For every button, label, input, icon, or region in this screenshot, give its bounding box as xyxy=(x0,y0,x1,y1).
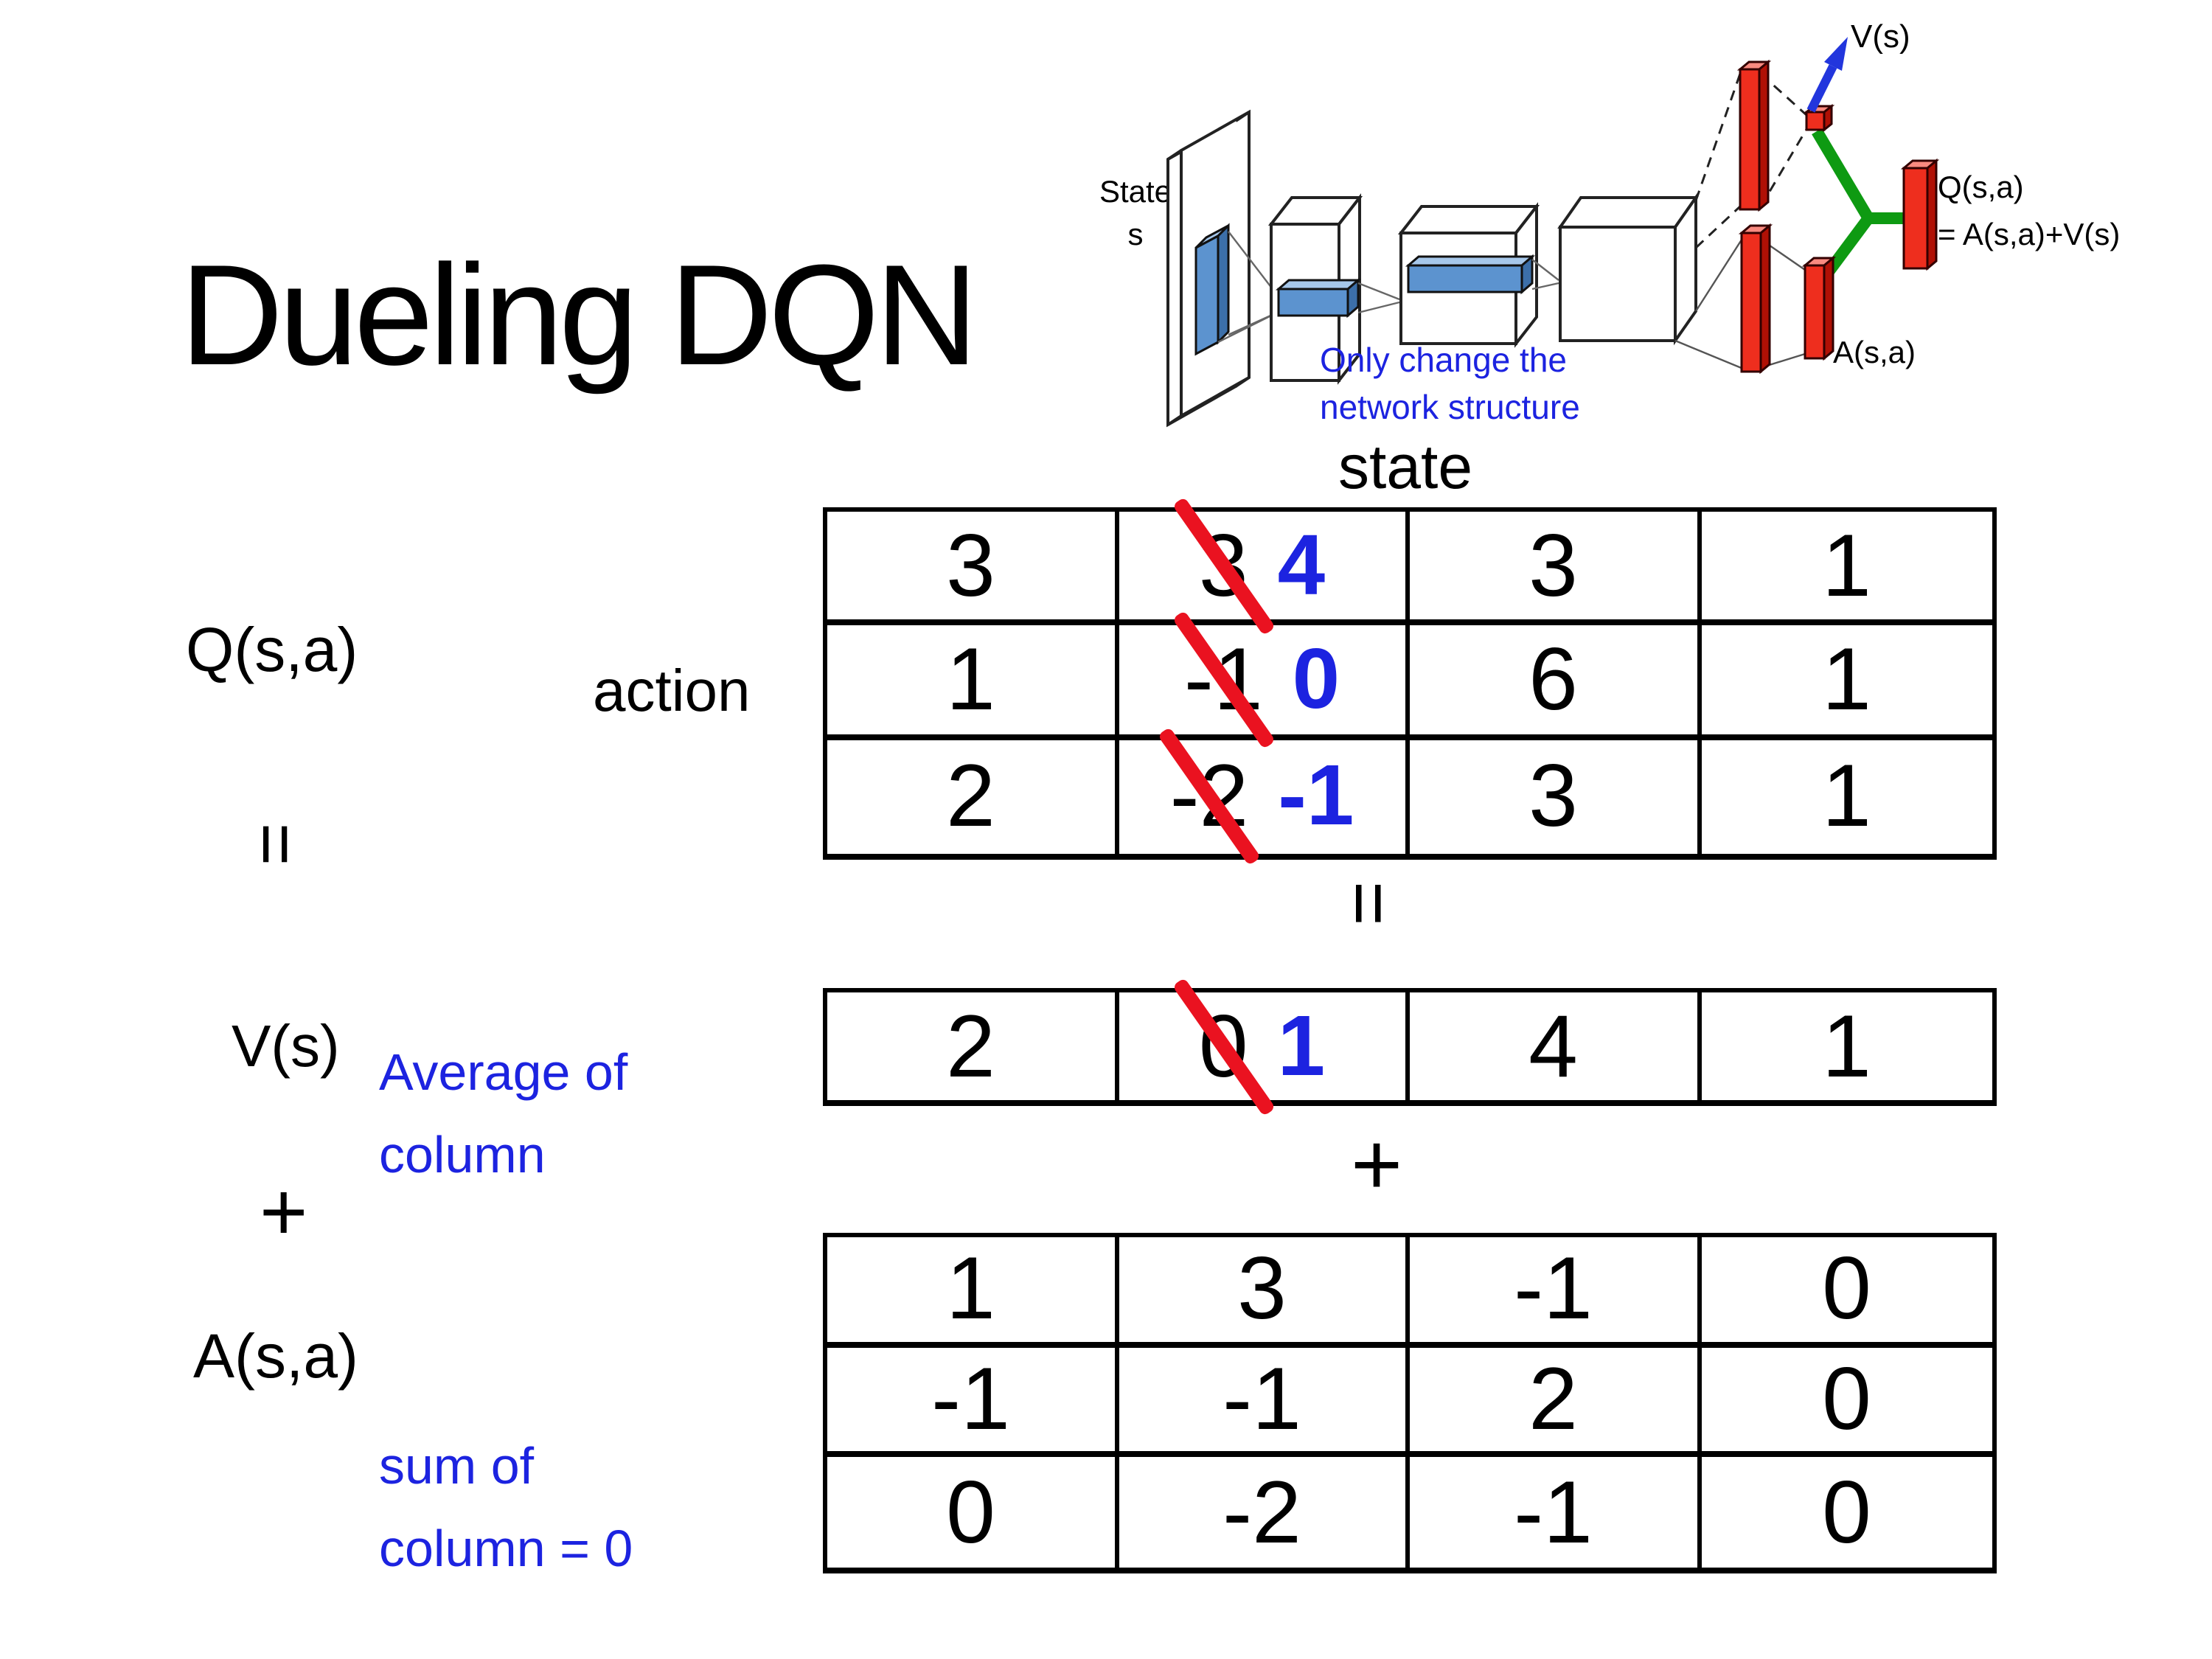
network-architecture-diagram: State s xyxy=(1099,18,2120,428)
feature-bar-2 xyxy=(1405,254,1536,295)
table-cell: 3 xyxy=(1410,740,1701,854)
table-cell: 0 xyxy=(827,1457,1119,1568)
table-cell-crossed: 3 4 xyxy=(1119,496,1410,636)
a-output-bar xyxy=(1801,255,1837,361)
table-cell: 1 xyxy=(1822,996,1871,1095)
plus-sign-left: + xyxy=(260,1165,308,1258)
table-cell-crossed: 0 1 xyxy=(1119,976,1410,1116)
equation-v-label: V(s) xyxy=(232,1015,340,1079)
table-cell: 2 xyxy=(827,740,1119,854)
old-value: -1 xyxy=(1172,610,1276,750)
table-cell: 3 xyxy=(1410,512,1701,626)
table-cell: 1 xyxy=(1701,626,1992,740)
v-arrow-icon xyxy=(1806,37,1848,113)
diagram-a-label: A(s,a) xyxy=(1833,335,1916,369)
sum-note-line2: column = 0 xyxy=(379,1520,633,1578)
table-cell-crossed: -2 -1 xyxy=(1119,727,1410,866)
table-cell: 0 xyxy=(1822,1462,1871,1562)
table-cell: -1 xyxy=(1410,1457,1701,1568)
feature-bar-1 xyxy=(1275,277,1362,319)
old-value: 3 xyxy=(1172,496,1276,636)
diagram-input-label-s: s xyxy=(1128,217,1144,251)
fan-lines-3 xyxy=(1531,259,1559,291)
sum-of-column-note: sum of column = 0 xyxy=(379,1426,633,1591)
table-cell: 1 xyxy=(827,625,1119,740)
diagram-v-label: V(s) xyxy=(1851,18,1910,55)
table-cell: -1 xyxy=(827,1347,1119,1458)
new-value: 1 xyxy=(1277,998,1326,1093)
q-table: 3 3 4 3 1 1 -1 0 6 1 2 -2 -1 3 1 xyxy=(823,496,1997,866)
old-value: 0 xyxy=(1172,976,1276,1116)
equals-sign-mid: = xyxy=(1325,880,1411,926)
new-value: -1 xyxy=(1278,748,1354,844)
fc-bar-bottom xyxy=(1738,223,1773,375)
table-cell: 1 xyxy=(827,1237,1119,1348)
equals-sign-left: = xyxy=(234,822,318,866)
table-cell: 6 xyxy=(1410,625,1701,740)
state-axis-label: state xyxy=(1338,432,1473,501)
v-table: 2 0 1 4 1 xyxy=(823,976,1997,1116)
equation-a-label: A(s,a) xyxy=(193,1321,359,1391)
table-cell: 3 xyxy=(827,512,1119,626)
diagram-input-label: State xyxy=(1099,174,1172,209)
new-value: 4 xyxy=(1277,517,1326,613)
a-table: 1 3 -1 0 -1 -1 2 0 0 -2 -1 0 xyxy=(823,1233,1997,1573)
old-value: -2 xyxy=(1157,727,1262,866)
solid-a-stream-lines xyxy=(1674,237,1806,370)
table-cell: -2 xyxy=(1119,1457,1410,1568)
table-cell: -1 xyxy=(1410,1237,1701,1348)
diagram-note-line2: network structure xyxy=(1320,388,1580,426)
feature-box-3 xyxy=(1557,192,1699,346)
fan-lines-2 xyxy=(1357,282,1400,314)
new-value: 0 xyxy=(1292,630,1340,727)
diagram-q-label-line1: Q(s,a) xyxy=(1938,170,2024,204)
conv-patch-icon xyxy=(1194,223,1230,356)
fc-bar-top xyxy=(1736,59,1772,212)
table-cell: 4 xyxy=(1410,992,1701,1100)
table-cell: 2 xyxy=(827,992,1119,1100)
average-of-column-note: Average of column xyxy=(379,1032,627,1197)
q-output-bar xyxy=(1900,158,1940,271)
fan-lines-1 xyxy=(1217,231,1278,344)
table-cell: 1 xyxy=(1822,746,1871,846)
table-cell: 1 xyxy=(1701,512,1992,626)
action-axis-label: action xyxy=(593,659,751,724)
page-title: Dueling DQN xyxy=(180,234,978,395)
sum-note-line1: sum of xyxy=(379,1438,535,1495)
average-note-line1: Average of xyxy=(379,1044,628,1102)
table-cell-crossed: -1 0 xyxy=(1119,610,1410,750)
equation-q-label: Q(s,a) xyxy=(186,615,358,684)
diagram-q-label-line2: = A(s,a)+V(s) xyxy=(1938,217,2120,251)
table-cell: 0 xyxy=(1701,1237,1992,1348)
plus-sign-mid: + xyxy=(1351,1115,1403,1214)
table-cell: 3 xyxy=(1119,1237,1410,1348)
average-note-line2: column xyxy=(379,1127,546,1184)
table-cell: -1 xyxy=(1119,1347,1410,1458)
table-cell: 2 xyxy=(1410,1347,1701,1458)
table-cell: 0 xyxy=(1701,1347,1992,1458)
diagram-note-line1: Only change the xyxy=(1320,341,1567,379)
